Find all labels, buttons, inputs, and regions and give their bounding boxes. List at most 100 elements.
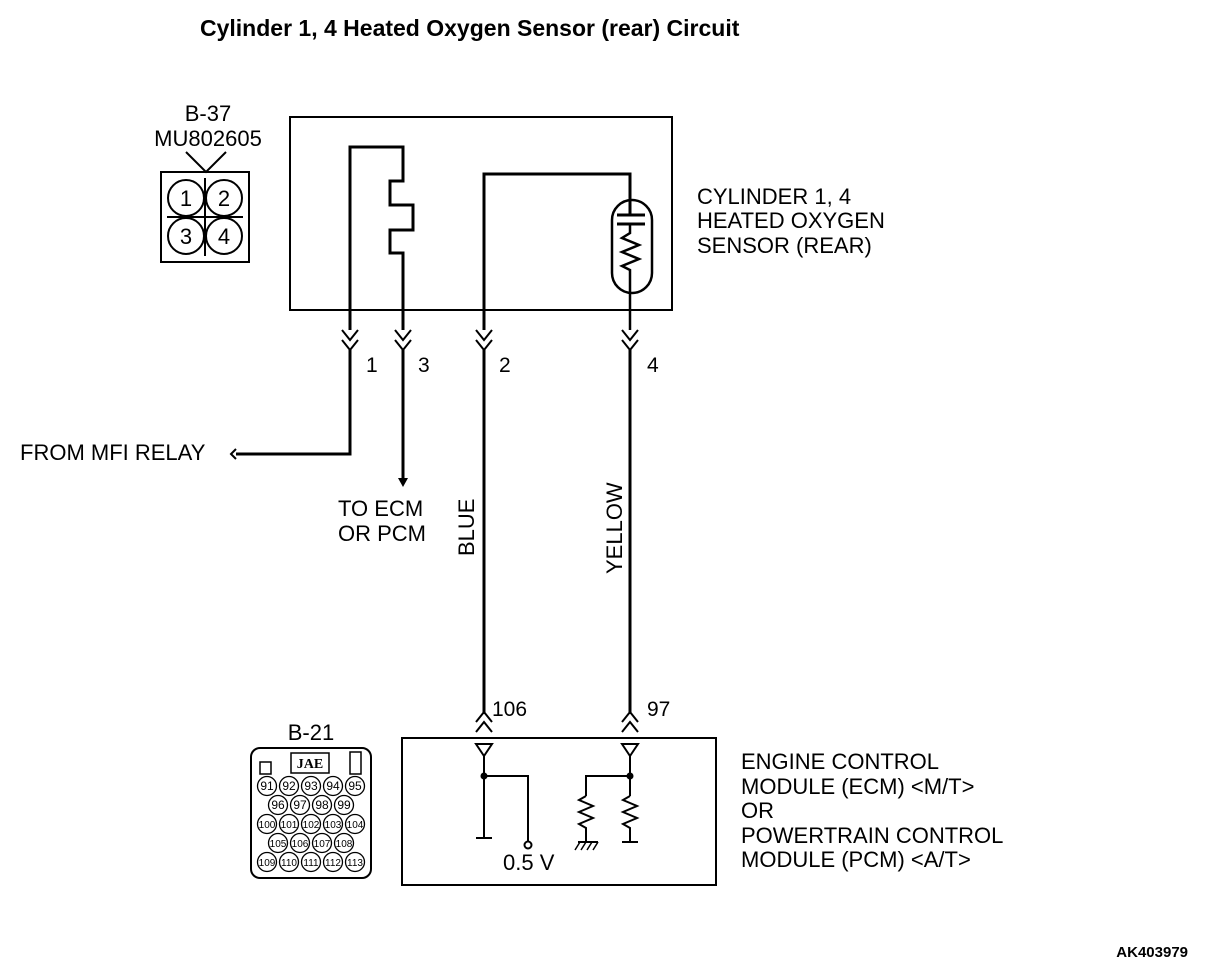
ecm-label-line: POWERTRAIN CONTROL bbox=[741, 823, 1003, 848]
connector-b21-pin-circle bbox=[278, 775, 300, 797]
ecm-label-line: ENGINE CONTROL bbox=[741, 749, 939, 774]
ecm-pin-label: 97 bbox=[647, 698, 670, 721]
connector-brand: JAE bbox=[297, 757, 323, 772]
figure-code: AK403979 bbox=[1116, 944, 1188, 961]
connector-b37-pin: 2 bbox=[218, 186, 230, 211]
connector-b21-pin-circle bbox=[300, 775, 322, 797]
connector-b21-pin-label: 94 bbox=[326, 779, 340, 793]
terminal-chevron-icon bbox=[394, 329, 412, 352]
to-ecm-label-line: OR PCM bbox=[338, 521, 426, 546]
connector-b21-pin-circle bbox=[311, 832, 333, 854]
connector-b21-pin-circle bbox=[322, 813, 344, 835]
connector-b37-part-number: MU802605 bbox=[154, 126, 262, 151]
connector-b21-pin-label: 103 bbox=[325, 820, 342, 831]
connector-b37-pin: 4 bbox=[218, 224, 230, 249]
ecm-connector-terminals bbox=[475, 710, 639, 733]
sensor-pin-label: 4 bbox=[647, 354, 659, 377]
connector-b21-pin-label: 111 bbox=[303, 858, 319, 869]
connector-b21-housing bbox=[250, 747, 372, 879]
sensor-connector-terminals bbox=[341, 329, 639, 352]
connector-b21-pin-circle bbox=[300, 813, 322, 835]
connector-b21-pin-label: 105 bbox=[270, 839, 287, 850]
sensor-pin-label: 3 bbox=[418, 354, 430, 377]
connector-b21-id: B-21 bbox=[288, 720, 334, 745]
ecm-box bbox=[401, 737, 717, 886]
signal-wire-internal bbox=[482, 172, 632, 330]
connector-b21-pin-label: 104 bbox=[347, 820, 364, 831]
connector-b21-pin-label: 95 bbox=[348, 779, 362, 793]
connector-b21-pin-label: 93 bbox=[304, 779, 318, 793]
sensor-pin-label: 1 bbox=[366, 354, 378, 377]
connector-b37-pin: 1 bbox=[180, 186, 192, 211]
connector-b21-pin-label: 112 bbox=[325, 858, 341, 869]
terminal-chevron-icon bbox=[475, 710, 493, 733]
connector-b21-pin-label: 102 bbox=[303, 820, 320, 831]
wire-color-blue: BLUE bbox=[454, 499, 479, 556]
connector-b21-pin-circle bbox=[344, 851, 366, 873]
sensor-pin-label: 2 bbox=[499, 354, 511, 377]
from-relay-label: FROM MFI RELAY bbox=[20, 440, 206, 465]
pin-circle bbox=[205, 179, 243, 217]
sensor-label-line: SENSOR (REAR) bbox=[697, 233, 872, 258]
connector-b21-pin-label: 110 bbox=[281, 858, 297, 869]
connector-b21-pin-label: 113 bbox=[347, 858, 363, 869]
reference-node bbox=[523, 840, 533, 850]
connector-b21-pin-label: 97 bbox=[293, 798, 307, 812]
connector-b21-pin-circle bbox=[333, 832, 355, 854]
pin-circle bbox=[167, 217, 205, 255]
relay-wire bbox=[236, 350, 352, 456]
connector-b21-pin-circle bbox=[322, 851, 344, 873]
connector-b21-pin-circle bbox=[289, 794, 311, 816]
ecm-label-line: MODULE (ECM) <M/T> bbox=[741, 774, 974, 799]
oxygen-sensor: CYLINDER 1, 4 HEATED OXYGEN SENSOR (REAR… bbox=[289, 116, 885, 330]
connector-b21-pin-circle bbox=[333, 794, 355, 816]
wire-color-yellow: YELLOW bbox=[602, 482, 627, 574]
sensor-label-line: HEATED OXYGEN bbox=[697, 208, 885, 233]
connector-b21-pin-circle bbox=[267, 832, 289, 854]
connector-b21-pin-circle bbox=[300, 851, 322, 873]
connector-b21-pin-circle bbox=[256, 775, 278, 797]
connector-b21-pin-label: 91 bbox=[260, 779, 274, 793]
connector-b21-pin-circle bbox=[311, 794, 333, 816]
ecm-pin-label: 106 bbox=[492, 698, 527, 721]
connector-b21-pin-circle bbox=[278, 813, 300, 835]
pin-circle bbox=[167, 179, 205, 217]
arrow-left-icon bbox=[229, 448, 237, 460]
sensor-element bbox=[610, 198, 654, 295]
connector-latch-icon bbox=[185, 151, 227, 174]
connector-b21-pin-label: 101 bbox=[281, 820, 298, 831]
resistor-icon bbox=[576, 795, 596, 842]
connector-b21-pin-circle bbox=[344, 813, 366, 835]
connector-b21-pin-circle bbox=[256, 851, 278, 873]
terminal-triangle-icon bbox=[620, 743, 640, 758]
terminal-chevron-icon bbox=[621, 710, 639, 733]
connector-b37-housing bbox=[160, 171, 250, 263]
connector-b21-pin-label: 108 bbox=[336, 839, 353, 850]
sensor-label-line: CYLINDER 1, 4 bbox=[697, 184, 851, 209]
connector-b21-pin-label: 98 bbox=[315, 798, 329, 812]
connector-b21-pin-label: 109 bbox=[259, 858, 276, 869]
ecm-label-line: OR bbox=[741, 798, 774, 823]
to-ecm-label-line: TO ECM bbox=[338, 496, 423, 521]
connector-b21-pin-label: 96 bbox=[271, 798, 285, 812]
connector-b37-id: B-37 bbox=[185, 101, 231, 126]
connector-b21-pin-label: 106 bbox=[292, 839, 309, 850]
connector-b21-pin-label: 107 bbox=[314, 839, 331, 850]
diagram-title: Cylinder 1, 4 Heated Oxygen Sensor (rear… bbox=[200, 15, 740, 41]
arrow-down-icon bbox=[398, 478, 408, 487]
connector-b21-pin-label: 92 bbox=[282, 779, 296, 793]
connector-b21-pin-circle bbox=[278, 851, 300, 873]
ecm-label-line: MODULE (PCM) <A/T> bbox=[741, 847, 971, 872]
brand-box bbox=[290, 752, 330, 774]
connector-b21-pin-circle bbox=[344, 775, 366, 797]
connector-b21-pin-circle bbox=[289, 832, 311, 854]
connector-b21-pin-circle bbox=[322, 775, 344, 797]
terminal-triangle-icon bbox=[474, 743, 494, 758]
harness-wires bbox=[229, 350, 632, 714]
heater-element bbox=[348, 145, 415, 330]
connector-b21-pin-label: 99 bbox=[337, 798, 351, 812]
terminal-chevron-icon bbox=[475, 329, 493, 352]
connector-b21-pin-circle bbox=[256, 813, 278, 835]
